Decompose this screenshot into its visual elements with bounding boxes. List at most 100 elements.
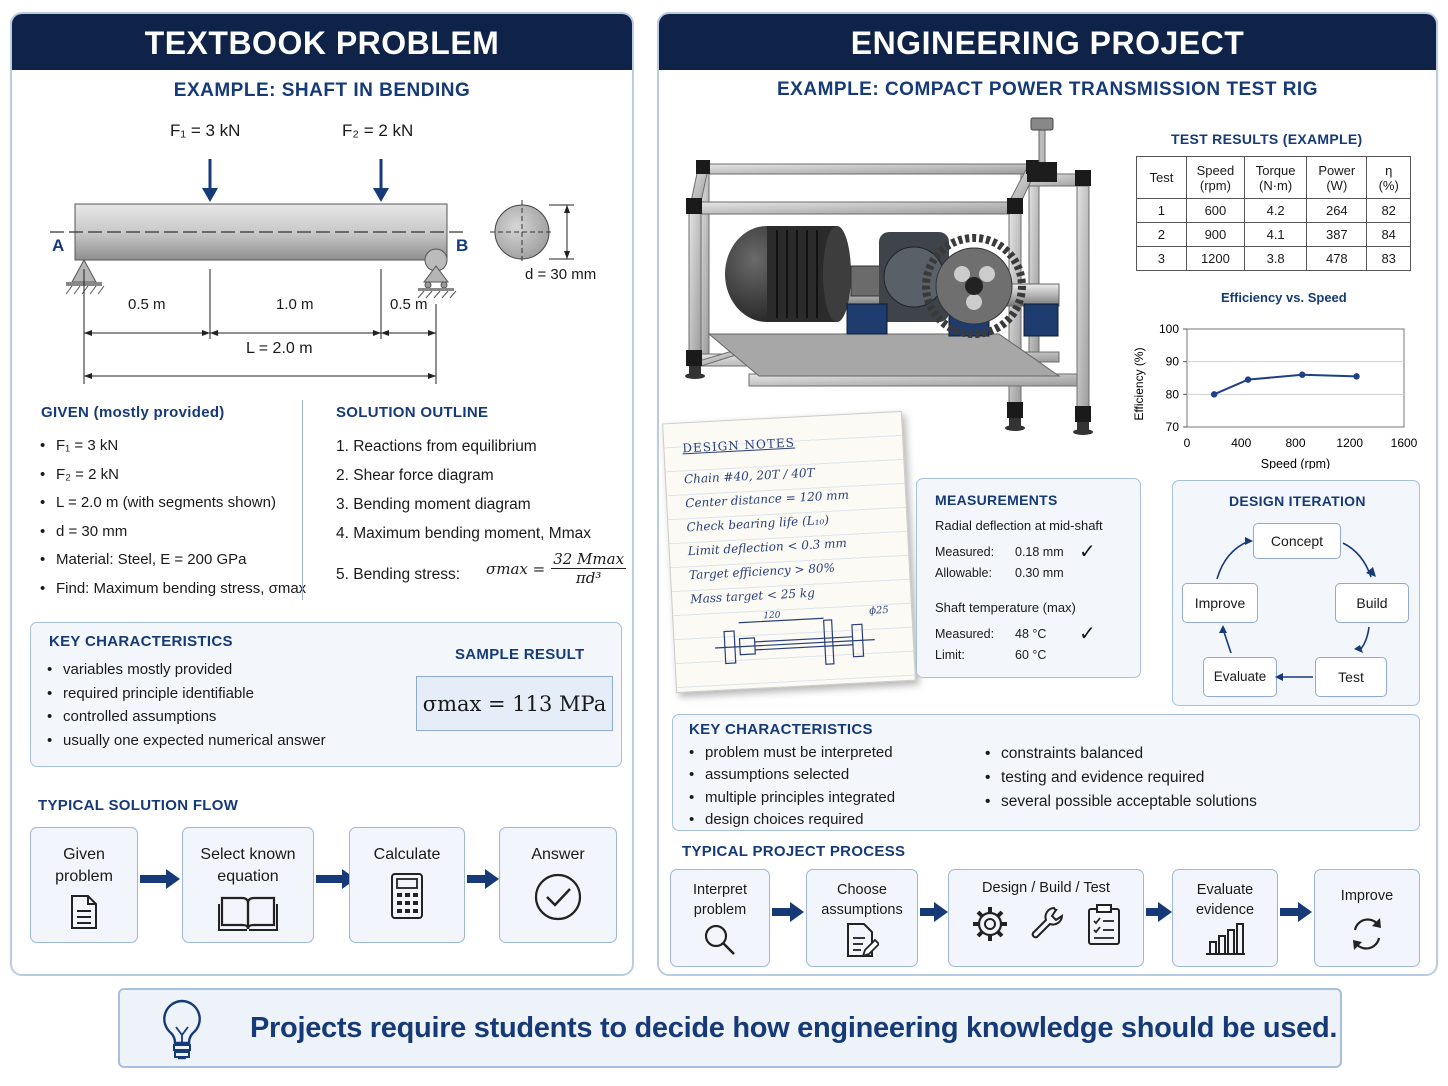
table-title: TEST RESULTS (EXAMPLE) — [1171, 131, 1363, 147]
flow-step-given: Given problem — [30, 827, 138, 943]
key-item: multiple principles integrated — [689, 787, 895, 810]
check-icon: ✓ — [1079, 623, 1096, 645]
process-step-interpret: Interpret problem — [670, 869, 770, 967]
seg1-label: 0.5 m — [128, 296, 166, 313]
key-item: usually one expected numerical answer — [47, 729, 326, 753]
sample-result: σmax = 113 MPa — [416, 676, 613, 731]
data-point — [1353, 373, 1360, 380]
measurements-box: MEASUREMENTS Radial deflection at mid-sh… — [916, 478, 1141, 678]
design-notes-card: DESIGN NOTES Chain #40, 20T / 40T Center… — [662, 410, 916, 694]
data-point — [1210, 391, 1218, 398]
document-icon — [71, 895, 97, 929]
iter-step-build: Build — [1335, 583, 1409, 623]
given-item: d = 30 mm — [40, 518, 306, 547]
process-step-improve: Improve — [1314, 869, 1420, 967]
meas-value: 48 °C — [1015, 627, 1047, 641]
iter-step-concept: Concept — [1253, 523, 1341, 559]
textbook-panel: TEXTBOOK PROBLEM EXAMPLE: SHAFT IN BENDI… — [10, 12, 634, 976]
flow-arrow — [140, 869, 180, 889]
outline-list: 1. Reactions from equilibrium 2. Shear f… — [336, 432, 591, 589]
checklist-icon — [1088, 904, 1120, 945]
iteration-cycle-arrows — [1216, 537, 1376, 681]
formula-den: πd³ — [575, 569, 602, 587]
x-tick-label: 800 — [1285, 436, 1305, 450]
process-title: TYPICAL PROJECT PROCESS — [682, 843, 906, 860]
y-tick-label: 90 — [1166, 355, 1180, 369]
key-item: variables mostly provided — [47, 658, 326, 682]
stress-formula: σmax = 32 Mmax πd³ — [486, 550, 627, 587]
process-step-evaluate: Evaluate evidence — [1172, 869, 1278, 967]
outline-item: 2. Shear force diagram — [336, 467, 494, 484]
project-key-box: KEY CHARACTERISTICS problem must be inte… — [672, 714, 1420, 832]
meas-label: Measured: — [935, 545, 995, 559]
series-line — [1213, 373, 1357, 396]
process-arrow — [772, 902, 804, 922]
meas-label: Measured: — [935, 627, 995, 641]
key-item: problem must be interpreted — [689, 742, 895, 765]
key-item: testing and evidence required — [985, 766, 1257, 790]
magnifier-icon — [704, 924, 735, 955]
x-tick-label: 1600 — [1391, 436, 1418, 450]
key-item: required principle identifiable — [47, 682, 326, 706]
iter-step-improve: Improve — [1182, 583, 1258, 623]
x-tick-label: 400 — [1231, 436, 1251, 450]
key-title: KEY CHARACTERISTICS — [49, 633, 233, 650]
outline-title: SOLUTION OUTLINE — [336, 404, 489, 421]
support-a-label: A — [52, 236, 65, 255]
chart-title: Efficiency vs. Speed — [1221, 290, 1347, 305]
sketch-dim-25: ϕ25 — [868, 604, 890, 617]
iter-step-evaluate: Evaluate — [1203, 657, 1277, 697]
flow-step-answer: Answer — [499, 827, 617, 943]
notes-title: DESIGN NOTES — [682, 435, 796, 456]
seg2-label: 1.0 m — [276, 296, 314, 313]
support-b-label: B — [456, 236, 469, 255]
formula-num: 32 Mmax — [551, 550, 627, 569]
textbook-subtitle: EXAMPLE: SHAFT IN BENDING — [173, 80, 471, 101]
key-item: several possible acceptable solutions — [985, 790, 1257, 814]
y-axis-label: Efficiency (%) — [1132, 347, 1146, 420]
key-item: constraints balanced — [985, 742, 1257, 766]
outline-item: 3. Bending moment diagram — [336, 496, 531, 513]
wrench-icon — [1031, 906, 1064, 939]
table-header: Torque (N·m) — [1243, 156, 1308, 199]
f1-label: F₁ = 3 kN — [170, 121, 241, 140]
data-point — [1244, 376, 1252, 383]
project-header: ENGINEERING PROJECT — [659, 14, 1436, 70]
project-key-list-right: constraints balanced testing and evidenc… — [985, 742, 1257, 814]
table-header: Power (W) — [1306, 156, 1368, 199]
column-divider — [302, 400, 303, 600]
footer-banner: Projects require students to decide how … — [118, 988, 1342, 1068]
x-axis-label: Speed (rpm) — [1261, 457, 1330, 469]
document-edit-icon — [847, 923, 881, 958]
outline-item: 4. Maximum bending moment, Mmax — [336, 525, 591, 542]
shaft-sketch — [714, 617, 875, 665]
footer-message: Projects require students to decide how … — [250, 1012, 1338, 1044]
f2-label: F₂ = 2 kN — [342, 121, 414, 140]
plot-area — [1186, 328, 1405, 428]
key-characteristics-box: KEY CHARACTERISTICS variables mostly pro… — [30, 622, 622, 767]
meas-label: Limit: — [935, 648, 965, 662]
flow-title: TYPICAL SOLUTION FLOW — [38, 797, 239, 814]
test-rig-illustration — [685, 117, 1093, 435]
outline-item: 5. Bending stress: — [336, 566, 461, 583]
gear-icon — [973, 907, 1007, 941]
flow-step-select: Select known equation — [182, 827, 314, 943]
check-icon: ✓ — [1079, 541, 1096, 563]
process-arrow — [1146, 902, 1172, 922]
given-item: F₂ = 2 kN — [40, 461, 306, 490]
sketch-dim-120: 120 — [763, 610, 781, 622]
process-arrow — [920, 902, 948, 922]
meas-sub-deflection: Radial deflection at mid-shaft — [935, 518, 1103, 533]
given-item: Find: Maximum bending stress, σmax — [40, 575, 306, 604]
notes-list: Chain #40, 20T / 40T Center distance = 1… — [683, 459, 854, 611]
given-title: GIVEN (mostly provided) — [41, 404, 225, 421]
measurements-title: MEASUREMENTS — [935, 492, 1058, 508]
given-item: L = 2.0 m (with segments shown) — [40, 489, 306, 518]
key-item: controlled assumptions — [47, 705, 326, 729]
formula-lhs: σmax = — [486, 559, 546, 578]
bar-chart-icon — [1206, 923, 1245, 955]
process-arrow — [1280, 902, 1312, 922]
